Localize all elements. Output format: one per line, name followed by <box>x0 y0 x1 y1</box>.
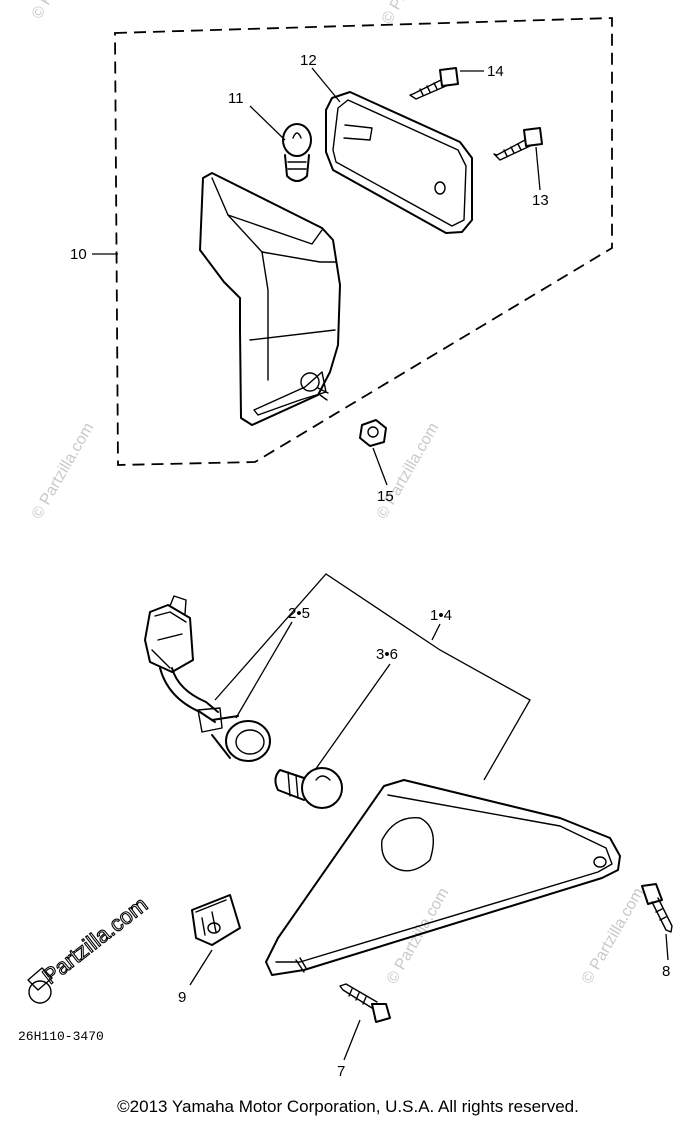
part-label-7: 7 <box>337 1063 345 1080</box>
clip-9 <box>191 894 241 946</box>
diagram-code: 26H110-3470 <box>18 1029 104 1044</box>
watermark-text: © Partzilla.com <box>379 0 448 27</box>
socket-wire-2-5 <box>144 595 271 762</box>
partzilla-logo-text: Partzilla.com <box>38 892 153 989</box>
part-label-2-5: 2•5 <box>288 605 310 622</box>
watermarks: © Partzilla.com © Partzilla.com © Partzi… <box>29 0 648 987</box>
leader-line <box>372 447 388 486</box>
screw-7 <box>339 983 391 1023</box>
part-label-9: 9 <box>178 989 186 1006</box>
flasher-housing-10 <box>199 172 341 426</box>
part-label-1-4: 1•4 <box>430 607 452 624</box>
bulb-11 <box>282 123 312 182</box>
part-label-13: 13 <box>532 192 549 209</box>
reflector-1-4 <box>265 779 621 976</box>
leader-line <box>343 1019 361 1061</box>
leader-line <box>431 623 441 641</box>
leader-line <box>535 146 541 191</box>
logo-badge-icon <box>28 980 52 1004</box>
part-label-3-6: 3•6 <box>376 646 398 663</box>
part-label-11: 11 <box>228 90 244 107</box>
part-label-15: 15 <box>377 488 394 505</box>
watermark-text: © Partzilla.com <box>29 420 98 522</box>
leader-line <box>249 105 286 141</box>
part-label-14: 14 <box>487 63 504 80</box>
nut-15 <box>359 419 387 447</box>
partzilla-logo: Partzilla.com <box>27 891 153 1004</box>
leader-line <box>665 933 669 961</box>
part-label-12: 12 <box>300 52 317 69</box>
copyright-notice: ©2013 Yamaha Motor Corporation, U.S.A. A… <box>117 1097 579 1116</box>
leader-line <box>189 949 213 986</box>
part-label-8: 8 <box>662 963 670 980</box>
lens-12 <box>325 91 473 234</box>
leader-line <box>214 573 531 781</box>
watermark-text: © Partzilla.com <box>579 885 648 987</box>
screw-8 <box>641 883 673 933</box>
watermark-text: © Partzilla.com <box>29 0 98 22</box>
watermark-text: © Partzilla.com <box>384 885 453 987</box>
bulb-3-6 <box>274 767 343 809</box>
logo-tag-icon <box>27 967 53 991</box>
leader-line <box>314 663 391 771</box>
part-label-10: 10 <box>70 246 87 263</box>
assembly-10-dashed-boundary <box>114 17 613 466</box>
leader-line <box>235 621 293 719</box>
screw-14 <box>409 67 459 100</box>
screw-13 <box>493 127 543 161</box>
leader-line <box>311 67 341 103</box>
